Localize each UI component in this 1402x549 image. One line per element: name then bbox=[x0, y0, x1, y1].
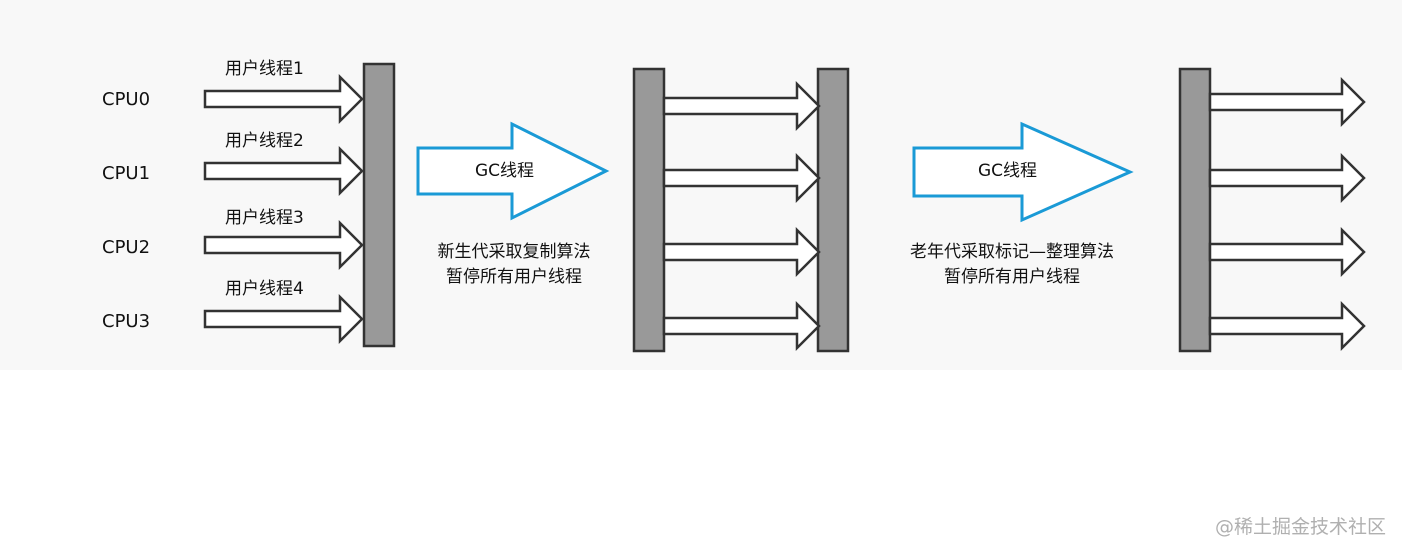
user-thread-arrow bbox=[203, 145, 364, 197]
old-gen-caption: 老年代采取标记—整理算法 暂停所有用户线程 bbox=[882, 240, 1142, 290]
resumed-thread-arrow bbox=[1208, 300, 1366, 352]
young-gen-algorithm-text: 新生代采取复制算法 bbox=[437, 242, 591, 262]
gc-thread-arrow-young bbox=[416, 121, 610, 221]
cpu-label-1: CPU1 bbox=[102, 163, 151, 184]
gc-thread-label-young: GC线程 bbox=[475, 161, 535, 181]
cpu-label-3: CPU3 bbox=[102, 311, 151, 332]
gc-thread-label-old: GC线程 bbox=[978, 161, 1038, 181]
cpu-label-0: CPU0 bbox=[102, 89, 151, 110]
user-thread-label-2: 用户线程2 bbox=[225, 131, 304, 151]
safepoint-barrier-2 bbox=[632, 67, 666, 353]
user-thread-label-1: 用户线程1 bbox=[225, 59, 304, 79]
resumed-thread-arrow bbox=[1208, 226, 1366, 278]
user-thread-label-3: 用户线程3 bbox=[225, 208, 304, 228]
user-thread-arrow bbox=[203, 219, 364, 271]
safepoint-barrier-4 bbox=[1178, 67, 1212, 353]
resumed-thread-arrow bbox=[662, 80, 821, 132]
old-gen-algorithm-text: 老年代采取标记—整理算法 bbox=[910, 242, 1114, 262]
safepoint-barrier-3 bbox=[816, 67, 850, 353]
gc-thread-arrow-old bbox=[912, 121, 1134, 223]
resumed-thread-arrow bbox=[1208, 152, 1366, 204]
cpu-label-2: CPU2 bbox=[102, 237, 151, 258]
young-gen-pause-text: 暂停所有用户线程 bbox=[446, 267, 582, 287]
user-thread-arrow bbox=[203, 293, 364, 345]
resumed-thread-arrow bbox=[662, 300, 821, 352]
resumed-thread-arrow bbox=[662, 152, 821, 204]
user-thread-label-4: 用户线程4 bbox=[225, 279, 304, 299]
resumed-thread-arrow bbox=[1208, 76, 1366, 128]
safepoint-barrier-1 bbox=[362, 62, 396, 348]
user-thread-arrow bbox=[203, 73, 364, 125]
old-gen-pause-text: 暂停所有用户线程 bbox=[944, 267, 1080, 287]
site-watermark: @稀土掘金技术社区 bbox=[1214, 516, 1386, 538]
resumed-thread-arrow bbox=[662, 226, 821, 278]
young-gen-caption: 新生代采取复制算法 暂停所有用户线程 bbox=[404, 240, 624, 290]
